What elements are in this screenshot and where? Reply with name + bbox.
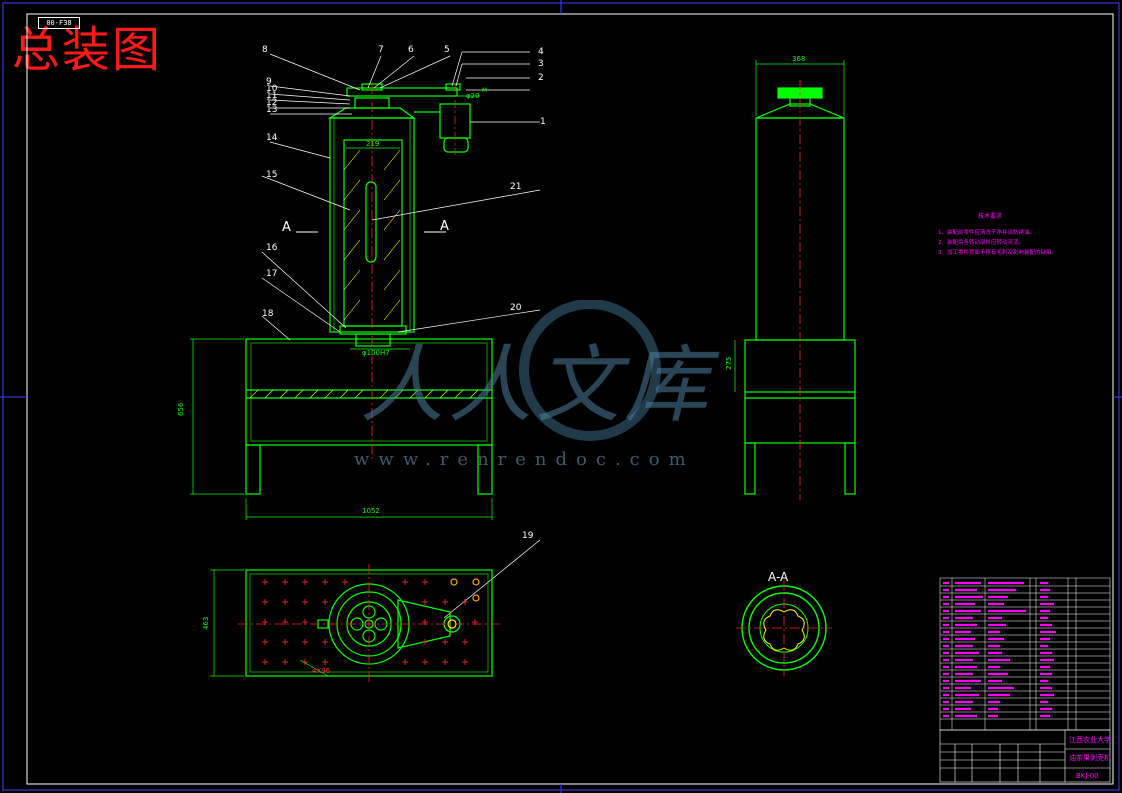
balloon-numbers: 8 7 6 5 4 3 2 1 9 10 11 12 13 14 15 16 1…	[262, 45, 546, 541]
svg-text:18: 18	[262, 309, 274, 319]
svg-text:5: 5	[444, 45, 450, 55]
front-view	[245, 83, 493, 495]
dim-width-total: 1052	[362, 507, 380, 515]
svg-text:12: 12	[266, 98, 277, 108]
section-letter-right: A	[440, 219, 449, 234]
svg-text:15: 15	[266, 170, 277, 180]
inner-frame	[26, 13, 1114, 785]
section-letter-left: A	[282, 220, 291, 235]
title-block-drawing-no: BKJ-00	[1076, 772, 1099, 780]
dim-plan-depth: 463	[202, 617, 210, 630]
notes-line-3: 3、加工零件表面不得有毛刺及影响装配的缺陷。	[938, 248, 1057, 256]
dim-height-total: 656	[177, 402, 185, 416]
svg-text:4: 4	[538, 47, 544, 57]
svg-text:13: 13	[266, 105, 277, 115]
svg-text:17: 17	[266, 269, 277, 279]
title-block-school: 江西农业大学	[1069, 735, 1111, 744]
dim-flange: φ100H7	[362, 349, 390, 357]
dim-small-d: φ20	[466, 92, 480, 100]
svg-text:3: 3	[538, 59, 544, 69]
svg-text:1: 1	[540, 117, 546, 127]
title-block-product: 油茶果剥壳机	[1069, 753, 1111, 762]
plan-hole-grid	[262, 579, 478, 665]
svg-text:7: 7	[378, 45, 384, 55]
watermark-url: www.renrendoc.com	[354, 449, 695, 470]
svg-text:10: 10	[266, 84, 278, 94]
svg-text:14: 14	[266, 133, 278, 143]
svg-text:21: 21	[510, 182, 521, 192]
dim-holes: 4X96	[312, 667, 331, 675]
notes-heading: 技术要求	[978, 212, 1002, 220]
svg-text:16: 16	[266, 243, 278, 253]
svg-text:6: 6	[408, 45, 414, 55]
title-block	[939, 729, 1111, 783]
dim-inner-bore: 219	[366, 140, 379, 148]
dim-side-height: 275	[725, 357, 733, 370]
svg-text:2: 2	[538, 73, 544, 83]
notes-line-1: 1、装配前零件应清洗干净并涂防锈油。	[938, 228, 1035, 236]
watermark-text: 人人文库	[360, 336, 713, 434]
drawing-code: 00-F38	[38, 17, 80, 29]
dim-small-m: M	[482, 87, 487, 94]
notes-line-2: 2、装配后各转动部件应转动灵活。	[938, 238, 1024, 246]
section-view-label: A-A	[768, 570, 789, 584]
svg-text:19: 19	[522, 531, 534, 541]
parts-list-text	[943, 581, 1056, 718]
drawing-title: 总装图	[12, 22, 163, 78]
dim-top-gap: 368	[792, 55, 805, 63]
svg-text:20: 20	[510, 303, 522, 313]
svg-text:8: 8	[262, 45, 268, 55]
svg-text:11: 11	[266, 91, 277, 101]
svg-text:9: 9	[266, 77, 272, 87]
front-dimensions	[190, 95, 493, 520]
